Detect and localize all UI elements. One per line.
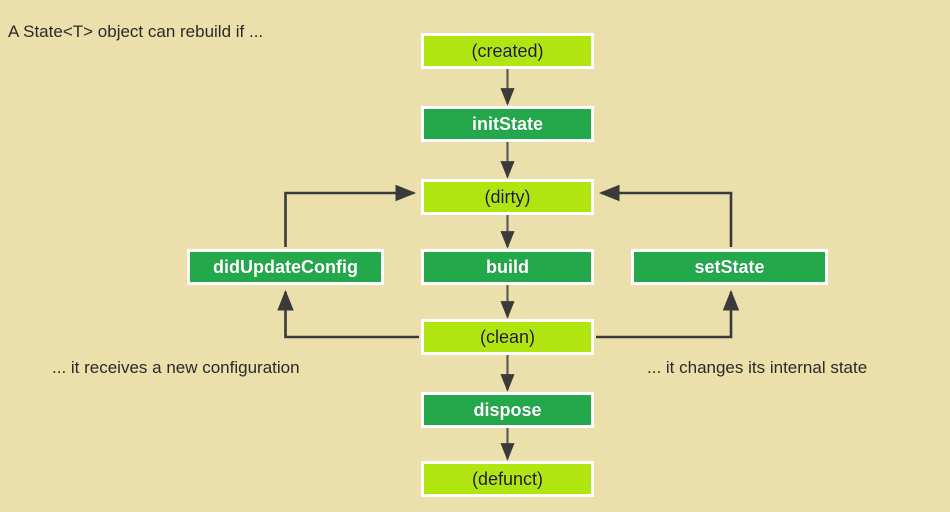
node-build-label: build: [486, 257, 529, 277]
node-setstate: setState: [631, 249, 828, 285]
diagram-title: A State<T> object can rebuild if ...: [8, 22, 264, 41]
node-created-label: (created): [471, 41, 544, 61]
node-dispose: dispose: [421, 392, 594, 428]
node-initstate-label: initState: [471, 114, 543, 134]
node-build: build: [421, 249, 594, 285]
node-dirty-label: (dirty): [484, 187, 531, 207]
edge-didupdateconfig-to-dirty: [284, 184, 417, 247]
node-dispose-label: dispose: [473, 400, 542, 420]
node-clean-label: (clean): [479, 327, 536, 347]
node-dirty: (dirty): [421, 179, 594, 215]
node-defunct-label: (defunct): [471, 469, 544, 489]
node-setstate-label: setState: [694, 257, 765, 277]
node-didupdateconfig: didUpdateConfig: [187, 249, 384, 285]
edge-clean-to-didupdateconfig: [277, 289, 419, 339]
node-initstate: initState: [421, 106, 594, 142]
caption-changes-internal-state: ... it changes its internal state: [647, 358, 868, 377]
node-didupdateconfig-label: didUpdateConfig: [213, 257, 358, 277]
node-defunct: (defunct): [421, 461, 594, 497]
edge-clean-to-setstate: [596, 289, 740, 339]
caption-receives-new-configuration: ... it receives a new configuration: [52, 358, 300, 377]
node-clean: (clean): [421, 319, 594, 355]
node-created: (created): [421, 33, 594, 69]
edge-setstate-to-dirty: [598, 184, 733, 247]
